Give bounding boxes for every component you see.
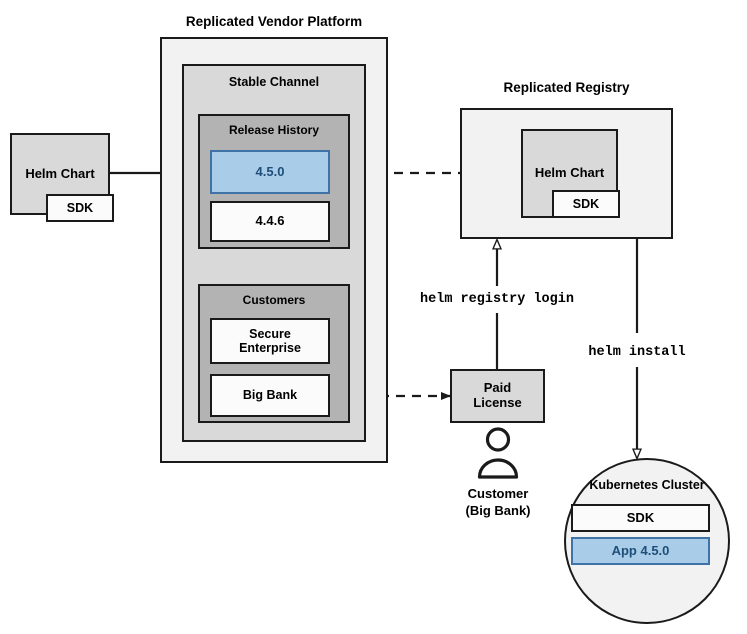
source-helm-chart-label: Helm Chart bbox=[25, 165, 95, 181]
cluster-item-sdk-label: SDK bbox=[626, 509, 655, 525]
customer-big-bank-label: Big Bank bbox=[242, 388, 298, 403]
stable-channel-title: Stable Channel bbox=[228, 75, 320, 89]
registry-helm-chart-label: Helm Chart bbox=[534, 165, 605, 181]
customer-secure-enterprise-line2: Enterprise bbox=[239, 341, 301, 355]
cluster-item-app-label: App 4.5.0 bbox=[611, 542, 670, 558]
customers-title: Customers bbox=[242, 293, 306, 307]
source-sdk-label: SDK bbox=[66, 200, 94, 215]
cluster-title: Kubernetes Cluster bbox=[589, 478, 705, 492]
paid-license-line1: Paid bbox=[483, 380, 512, 396]
customer-item-big-bank[interactable]: Big Bank bbox=[210, 374, 330, 417]
release-item-4-4-6[interactable]: 4.4.6 bbox=[210, 201, 330, 242]
release-item-4-5-0-label: 4.5.0 bbox=[255, 163, 285, 179]
registry-sdk-label: SDK bbox=[572, 196, 600, 211]
person-icon bbox=[477, 427, 519, 479]
registry-title: Replicated Registry bbox=[503, 80, 630, 95]
registry-helm-chart-sdk[interactable]: SDK bbox=[552, 190, 620, 218]
customer-secure-enterprise-line1: Secure bbox=[249, 326, 291, 341]
customer-actor-line2: (Big Bank) bbox=[465, 503, 531, 518]
customer-item-secure-enterprise[interactable]: Secure Enterprise bbox=[210, 318, 330, 364]
cluster-item-app[interactable]: App 4.5.0 bbox=[571, 537, 710, 565]
command-helm-install: helm install bbox=[588, 345, 686, 360]
command-registry-login: helm registry login bbox=[420, 292, 574, 307]
source-helm-chart-sdk[interactable]: SDK bbox=[46, 194, 114, 222]
release-item-4-5-0[interactable]: 4.5.0 bbox=[210, 150, 330, 194]
platform-title: Replicated Vendor Platform bbox=[185, 14, 363, 29]
paid-license-box[interactable]: Paid License bbox=[450, 369, 545, 423]
release-item-4-4-6-label: 4.4.6 bbox=[255, 213, 285, 229]
release-history-title: Release History bbox=[228, 123, 320, 137]
paid-license-line2: License bbox=[473, 395, 522, 410]
customer-actor-line1: Customer bbox=[467, 486, 529, 501]
cluster-item-sdk[interactable]: SDK bbox=[571, 504, 710, 532]
